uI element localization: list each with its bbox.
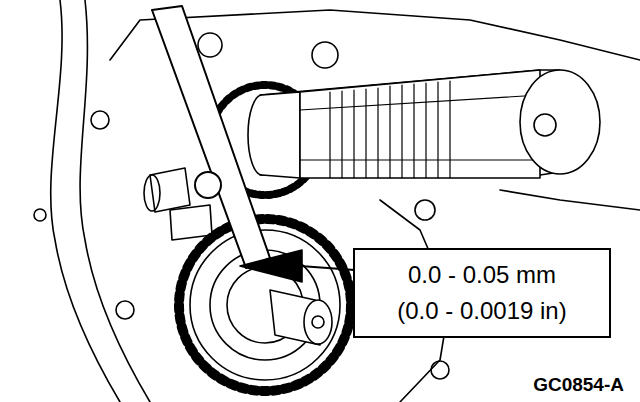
shaft bbox=[300, 70, 540, 178]
case-flange bbox=[80, 0, 150, 402]
bolt-hole bbox=[116, 301, 134, 319]
dowel bbox=[170, 205, 212, 240]
shaft-splines bbox=[300, 81, 540, 178]
bolt-hole bbox=[415, 200, 435, 220]
bolt-hole bbox=[91, 111, 109, 129]
bolt bbox=[34, 209, 46, 221]
bolt-hole bbox=[312, 42, 338, 68]
center-hole bbox=[534, 114, 556, 136]
leader-line bbox=[300, 266, 355, 270]
case-rib bbox=[500, 190, 640, 210]
dowel-end bbox=[144, 175, 160, 211]
countershaft-end bbox=[304, 300, 332, 344]
center-hole bbox=[312, 316, 324, 328]
dowel bbox=[150, 168, 190, 212]
callout-box: 0.0 - 0.05 mm(0.0 - 0.0019 in) bbox=[353, 248, 611, 338]
dimension-text: 0.0 - 0.05 mm bbox=[408, 257, 556, 293]
leader-arrowhead bbox=[240, 250, 302, 282]
figure-code: GC0854-A bbox=[531, 374, 626, 396]
shaft-end bbox=[520, 70, 600, 174]
feeler-gauge bbox=[152, 6, 270, 268]
shaft-collar bbox=[262, 92, 300, 178]
bolt-hole bbox=[431, 361, 449, 379]
bolt-hole bbox=[198, 33, 222, 57]
dimension-text: (0.0 - 0.0019 in) bbox=[397, 293, 566, 329]
gauge-pivot bbox=[195, 172, 221, 198]
